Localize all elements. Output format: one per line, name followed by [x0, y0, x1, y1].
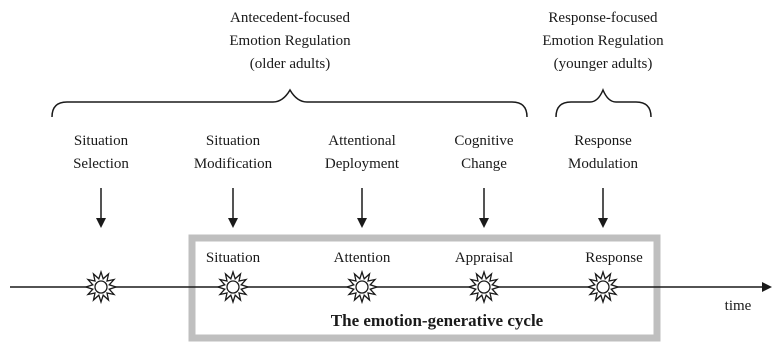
time-axis-label: time [725, 298, 752, 314]
sun-star-icon [466, 269, 502, 305]
sun-star-icon [83, 269, 119, 305]
response-heading-line-2: Emotion Regulation [542, 33, 664, 49]
response-group-heading: Response-focused Emotion Regulation (you… [542, 10, 664, 72]
strategy-label-line-2: Change [461, 156, 507, 172]
sun-star-icon [215, 269, 251, 305]
response-brace [555, 88, 652, 118]
sun-star-icon [585, 269, 621, 305]
strategy-label-line-2: Deployment [325, 156, 400, 172]
sun-star-icon [344, 269, 380, 305]
response-heading-line-3: (younger adults) [554, 56, 653, 72]
stage-label-response: Response [585, 250, 643, 266]
antecedent-brace [51, 88, 528, 118]
timeline-markers [83, 269, 621, 305]
strategy-cognitive-change: Cognitive Change [454, 133, 514, 172]
cycle-title: The emotion-generative cycle [331, 311, 544, 330]
strategy-situation-modification: Situation Modification [194, 133, 273, 172]
stage-label-appraisal: Appraisal [455, 250, 513, 266]
antecedent-heading-line-2: Emotion Regulation [229, 33, 351, 49]
strategy-label-line-1: Cognitive [454, 133, 514, 149]
strategy-situation-selection: Situation Selection [73, 133, 129, 172]
strategy-attentional-deployment: Attentional Deployment [325, 133, 400, 172]
strategy-label-line-1: Situation [206, 133, 261, 149]
strategy-label-line-1: Situation [74, 133, 129, 149]
strategy-label-line-2: Modification [194, 156, 273, 172]
antecedent-group-heading: Antecedent-focused Emotion Regulation (o… [229, 10, 351, 72]
strategy-label-line-1: Attentional [328, 133, 396, 149]
strategy-response-modulation: Response Modulation [568, 133, 638, 172]
response-heading-line-1: Response-focused [548, 10, 658, 26]
stage-label-situation: Situation [206, 250, 261, 266]
strategy-label-line-2: Selection [73, 156, 129, 172]
antecedent-heading-line-1: Antecedent-focused [230, 10, 350, 26]
emotion-generative-cycle-box [188, 234, 661, 342]
antecedent-heading-line-3: (older adults) [250, 56, 330, 72]
stage-label-attention: Attention [334, 250, 391, 266]
strategy-label-line-2: Modulation [568, 156, 638, 172]
strategy-label-line-1: Response [574, 133, 632, 149]
